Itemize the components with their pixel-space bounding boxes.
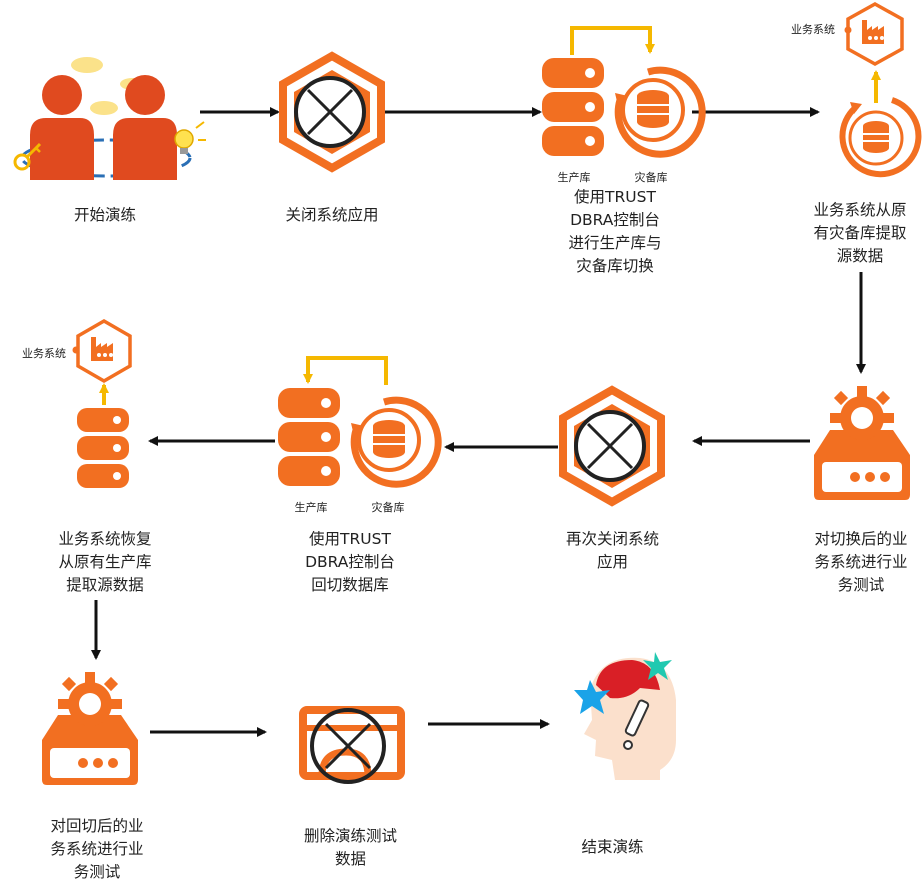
lightbulb-icon <box>174 121 206 154</box>
primary-db-tag: 生产库 <box>295 500 328 514</box>
business-system-tag: 业务系统 <box>22 347 66 360</box>
backup-db-tag: 灾备库 <box>635 170 668 184</box>
closed-app-icon <box>279 51 385 173</box>
step-label-close-app-again: 再次关闭系统 应用 <box>565 530 659 571</box>
key-icon <box>13 142 42 171</box>
step-label-end: 结束演练 <box>581 838 644 856</box>
step-label-switch-db: 使用TRUST DBRA控制台 进行生产库与 灾备库切换 <box>568 188 662 275</box>
step-label-restore-primary: 业务系统恢复 从原有生产库 提取源数据 <box>58 530 152 594</box>
business-system-read-icon: 业务系统 <box>22 318 132 488</box>
step-label-start: 开始演练 <box>73 206 136 224</box>
step-label-read-backup: 业务系统从原 有灾备库提取 源数据 <box>813 201 907 265</box>
database-switch-icon: 生产库 灾备库 <box>542 26 706 184</box>
closed-app-icon <box>559 385 665 507</box>
finish-head-icon <box>574 652 676 780</box>
team-meeting-icon <box>13 57 206 180</box>
database-switch-icon: 生产库 灾备库 <box>278 356 442 514</box>
flow-arrows <box>91 107 866 737</box>
step-label-switch-back: 使用TRUST DBRA控制台 回切数据库 <box>305 530 395 594</box>
business-system-read-icon: 业务系统 <box>791 1 922 178</box>
step-label-delete-test-data: 删除演练测试 数据 <box>303 827 397 868</box>
gear-server-icon <box>814 386 910 500</box>
gear-server-icon <box>42 672 138 785</box>
step-label-close-app: 关闭系统应用 <box>285 206 379 224</box>
delete-data-icon <box>299 706 405 784</box>
primary-db-tag: 生产库 <box>558 170 591 184</box>
step-label-test-after-switchback: 对回切后的业 务系统进行业 务测试 <box>50 817 144 881</box>
backup-db-tag: 灾备库 <box>372 500 405 514</box>
business-system-tag: 业务系统 <box>791 23 835 36</box>
step-label-test-after-switch: 对切换后的业 务系统进行业 务测试 <box>814 530 908 594</box>
